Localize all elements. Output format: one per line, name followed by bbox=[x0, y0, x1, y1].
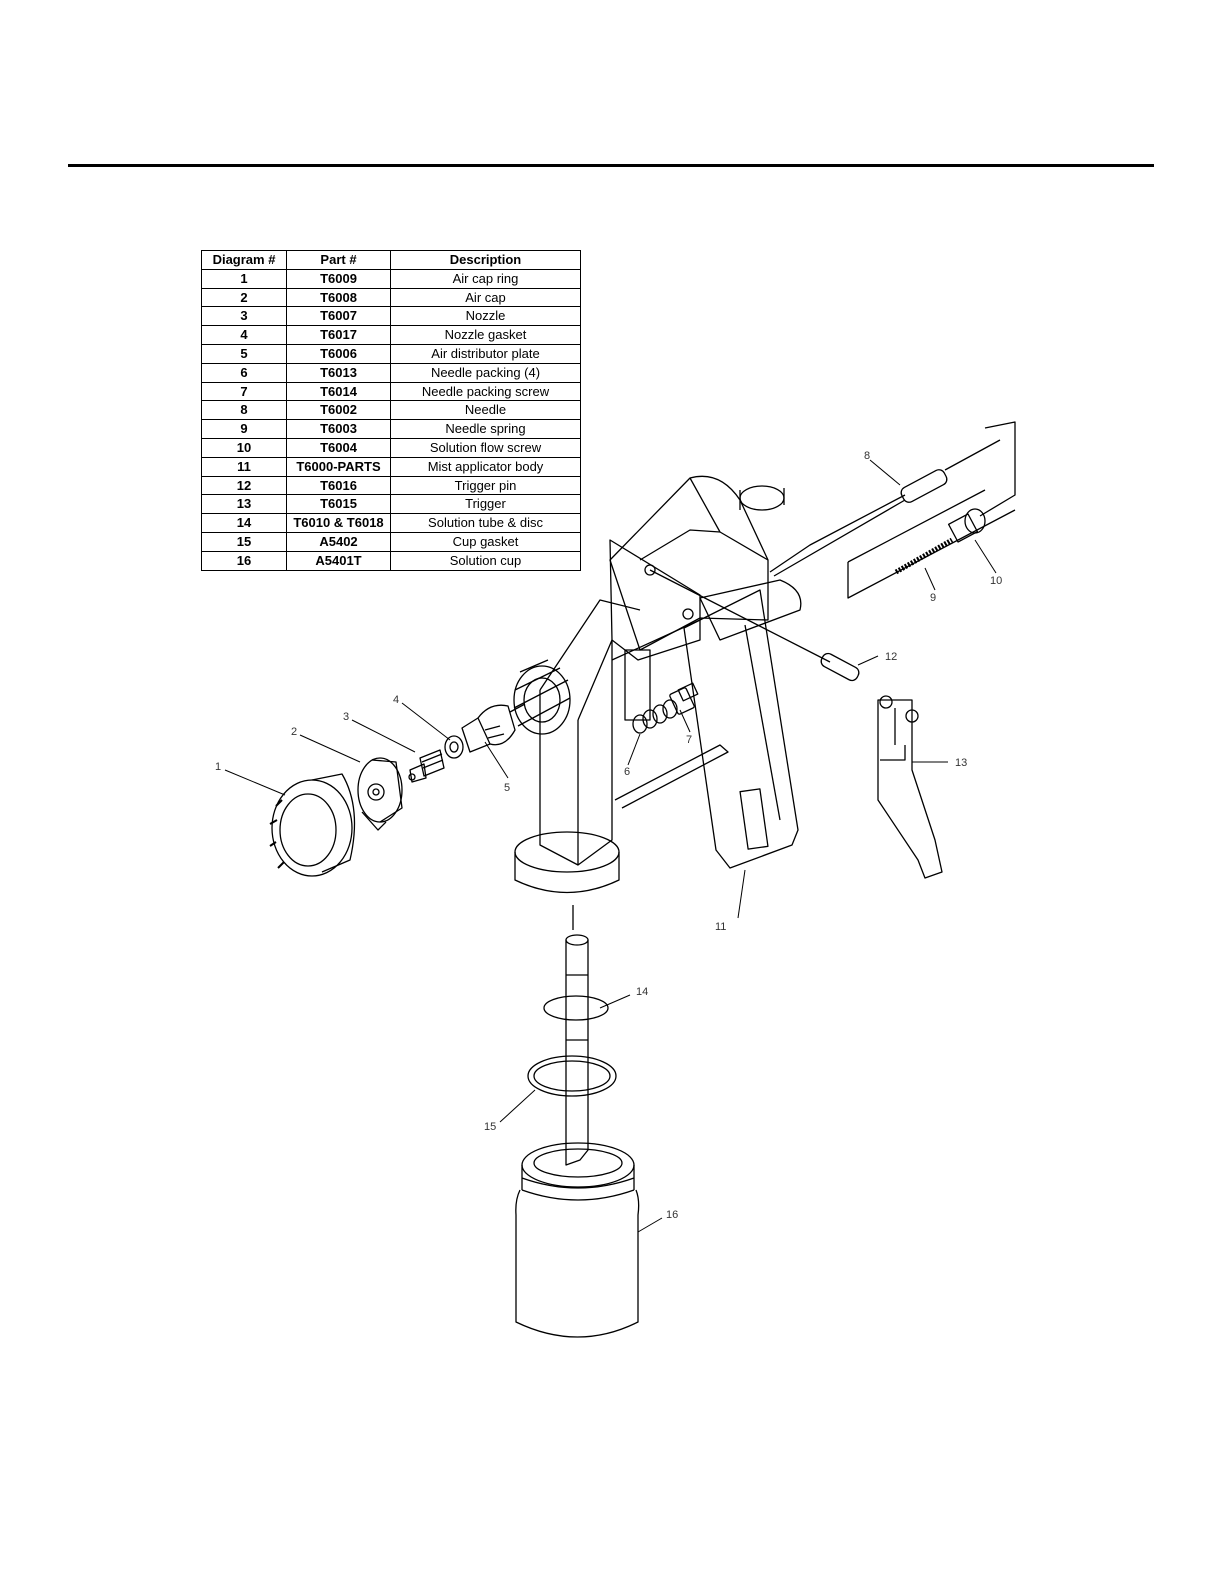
callout-11: 11 bbox=[715, 921, 726, 933]
callout-9: 9 bbox=[930, 592, 936, 604]
parts-table-header: Diagram # Part # Description bbox=[201, 250, 581, 270]
description-cell: Needle spring bbox=[390, 419, 581, 439]
callout-13: 13 bbox=[955, 757, 967, 769]
diagram-number-cell: 16 bbox=[201, 550, 287, 571]
header-rule bbox=[68, 164, 1154, 167]
part-number-cell: A5401T bbox=[286, 550, 391, 571]
nozzle bbox=[408, 749, 445, 783]
air-distributor-plate bbox=[461, 703, 526, 753]
nozzle-gasket bbox=[444, 735, 464, 759]
packing-parts bbox=[632, 682, 699, 734]
leader-lines bbox=[224, 459, 997, 1233]
callout-4: 4 bbox=[393, 694, 399, 706]
air-cap bbox=[357, 757, 403, 831]
callout-2: 2 bbox=[291, 726, 297, 738]
part-number-cell: T6006 bbox=[286, 343, 391, 364]
applicator-body bbox=[513, 475, 802, 894]
trigger-pin bbox=[649, 569, 860, 682]
cup-gasket bbox=[527, 1055, 617, 1097]
diagram-number-cell: 14 bbox=[201, 513, 287, 533]
callout-8: 8 bbox=[864, 450, 870, 462]
description-cell: Air cap bbox=[390, 287, 581, 308]
callout-7: 7 bbox=[686, 734, 692, 746]
description-cell: Nozzle bbox=[390, 306, 581, 327]
part-number-cell: T6014 bbox=[286, 381, 391, 402]
callout-1: 1 bbox=[215, 761, 221, 773]
trigger bbox=[877, 695, 943, 879]
callout-3: 3 bbox=[343, 711, 349, 723]
callout-labels: 1 2 3 4 5 6 7 8 9 10 11 12 13 14 15 16 bbox=[215, 450, 1002, 1221]
col-description: Description bbox=[390, 250, 581, 270]
callout-5: 5 bbox=[504, 782, 510, 794]
spring-and-screw bbox=[847, 489, 1016, 599]
callout-14: 14 bbox=[636, 986, 648, 998]
callout-16: 16 bbox=[666, 1209, 678, 1221]
solution-cup bbox=[515, 1142, 640, 1338]
callout-6: 6 bbox=[624, 766, 630, 778]
diagram-number-cell: 12 bbox=[201, 475, 287, 496]
callout-12: 12 bbox=[885, 651, 897, 663]
part-number-cell: T6007 bbox=[286, 306, 391, 327]
description-cell: Trigger pin bbox=[390, 475, 581, 496]
solution-tube-and-disc bbox=[543, 905, 609, 1166]
callout-10: 10 bbox=[990, 575, 1002, 587]
part-number-cell: A5402 bbox=[286, 531, 391, 552]
description-cell: Solution tube & disc bbox=[390, 513, 581, 533]
air-cap-ring bbox=[269, 773, 356, 877]
needle bbox=[769, 421, 1016, 577]
description-cell: Solution cup bbox=[390, 550, 581, 571]
callout-15: 15 bbox=[484, 1121, 496, 1133]
